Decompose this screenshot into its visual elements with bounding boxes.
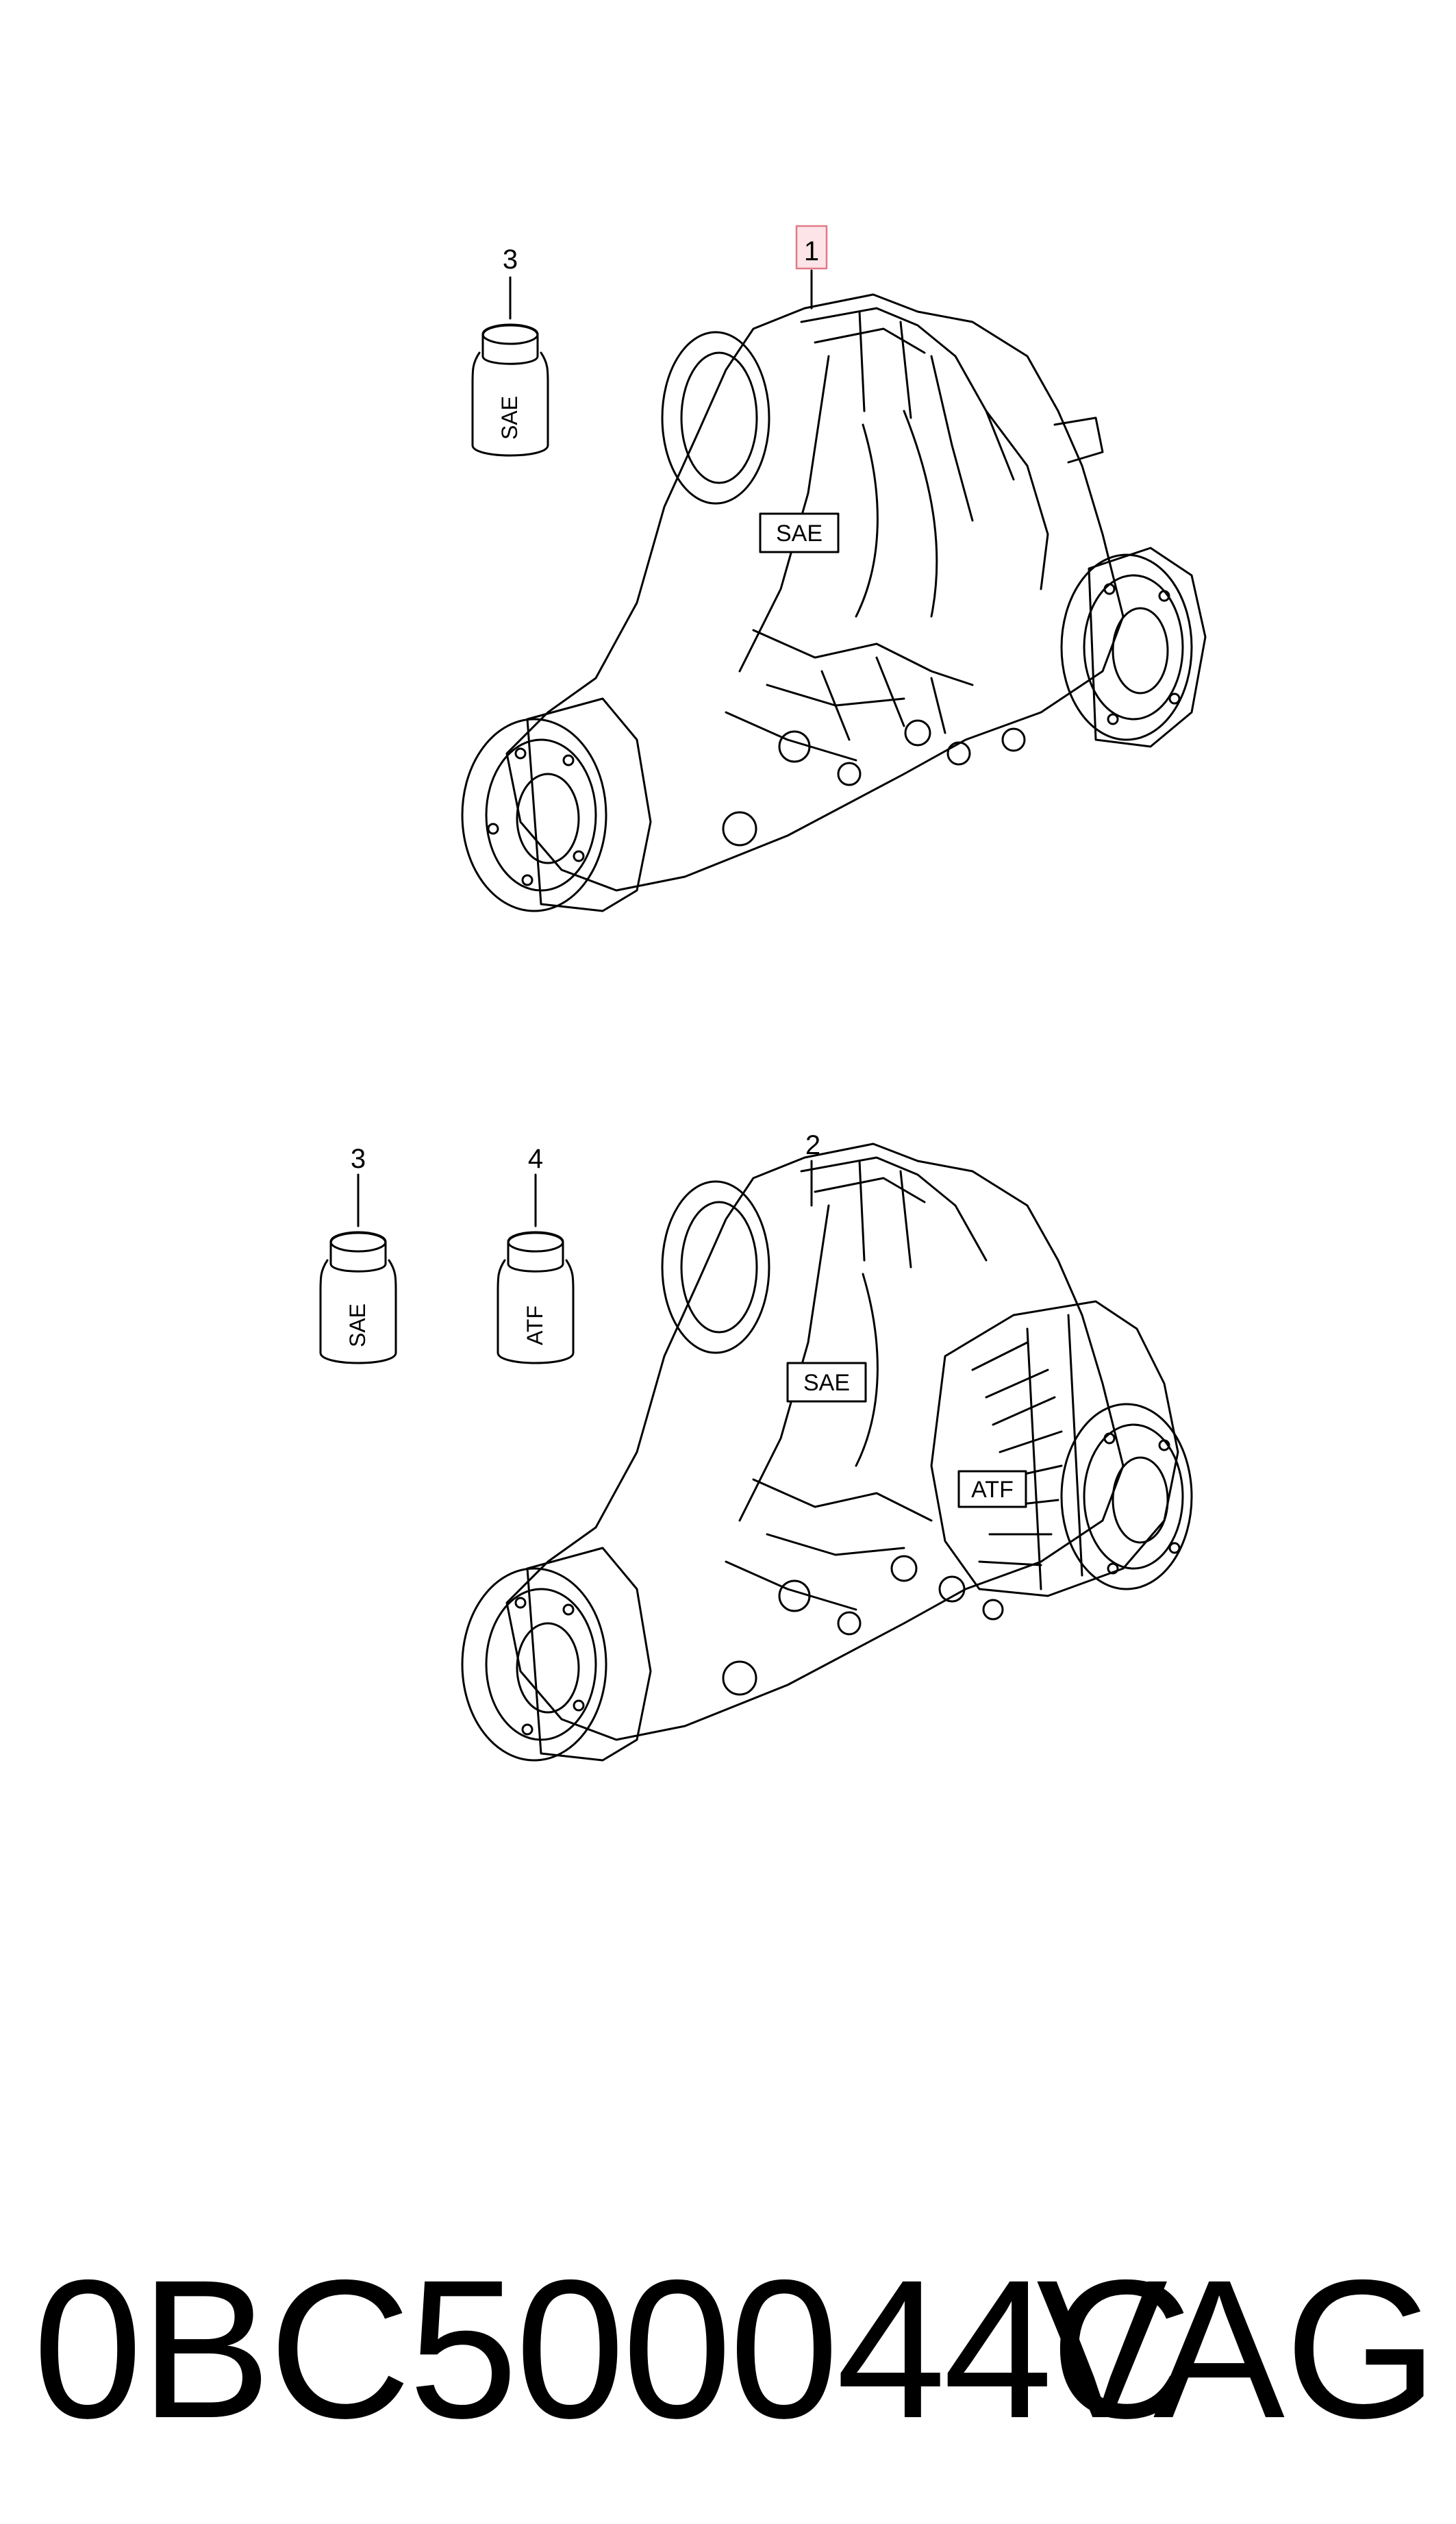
callout-number-4[interactable]: 4 [528, 1144, 543, 1174]
output-flange-1 [1088, 547, 1207, 748]
footer: 0BC500044C VAG [27, 2236, 1438, 2462]
housing-label-sae-2: SAE [803, 1370, 850, 1396]
bottle-label-atf: ATF [523, 1305, 547, 1345]
input-flange-1 [526, 697, 652, 912]
part-number: 0BC500044C [33, 2239, 1192, 2460]
oil-bottle-atf[interactable] [497, 1173, 575, 1364]
differential-assembly-2[interactable] [461, 1142, 1193, 1762]
rear-cover-1 [661, 331, 770, 505]
oil-bottle-sae-top[interactable] [471, 276, 549, 457]
housing-label-sae-1: SAE [776, 521, 823, 547]
housing-label-box-atf [957, 1470, 1027, 1508]
housing-label-box-sae-1 [759, 512, 840, 553]
oil-bottle-sae-bottom[interactable] [319, 1173, 397, 1364]
bottle-label-sae-top: SAE [497, 396, 522, 440]
bottle-label-sae-bottom: SAE [345, 1303, 370, 1347]
differential-assembly-1[interactable] [461, 293, 1207, 912]
housing-label-box-sae-2 [786, 1362, 867, 1403]
housing-body-1 [505, 293, 1125, 892]
rear-cover-2 [661, 1180, 770, 1354]
callout-box-1[interactable] [795, 225, 828, 270]
callout-number-3a[interactable]: 3 [503, 245, 518, 275]
callout-number-1[interactable]: 1 [804, 236, 819, 266]
housing-label-atf: ATF [971, 1477, 1014, 1503]
callout-number-3b[interactable]: 3 [351, 1144, 366, 1174]
housing-body-2 [505, 1142, 1125, 1741]
brand-name: VAG [1036, 2239, 1438, 2460]
callout-number-2[interactable]: 2 [805, 1130, 820, 1160]
input-flange-2 [526, 1547, 652, 1762]
